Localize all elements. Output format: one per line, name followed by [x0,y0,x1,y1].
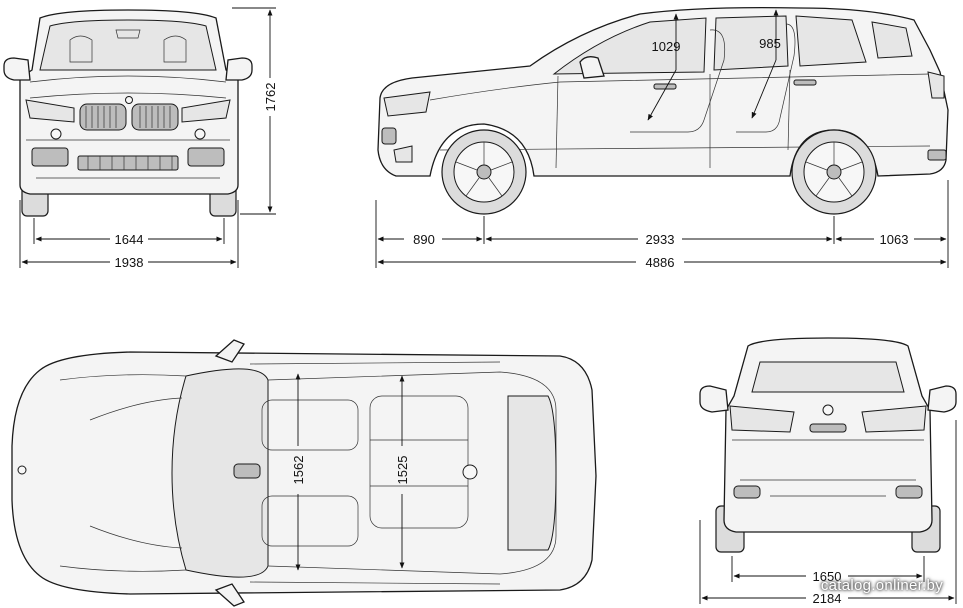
front-track-label: 1644 [115,232,144,247]
rear-width-label: 2184 [813,591,842,606]
top-view: 1562 1525 [11,339,597,607]
rear-view: 1650 2184 [699,337,957,606]
rear-overhang-label: 1063 [880,232,909,247]
rear-headroom-label: 985 [759,36,781,51]
length-label: 4886 [646,255,675,270]
watermark-text: catalog.onliner.by [820,577,943,594]
front-headroom-label: 1029 [652,39,681,54]
rear-track-label: 1650 [813,569,842,584]
wheelbase-label: 2933 [646,232,675,247]
front-shoulder-label: 1562 [291,456,306,485]
height-label: 1762 [263,83,278,112]
front-overhang-label: 890 [413,232,435,247]
front-width-label: 1938 [115,255,144,270]
front-view: 1644 1938 1762 [3,7,278,270]
rear-shoulder-label: 1525 [395,456,410,485]
side-view: 1029 985 890 2933 106 [375,6,949,270]
